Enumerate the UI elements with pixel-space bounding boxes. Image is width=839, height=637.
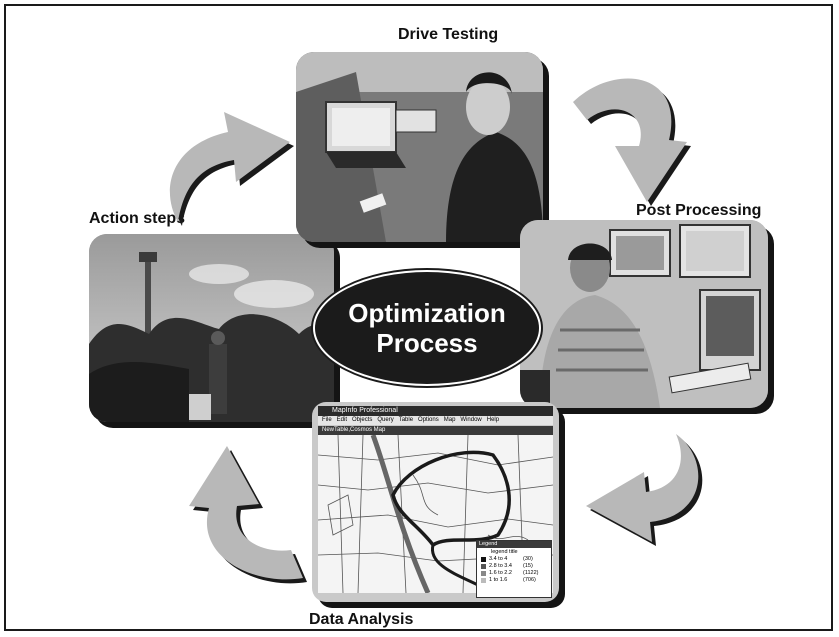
- legend-title: legend title: [491, 549, 518, 555]
- menu-item-options[interactable]: Options: [418, 417, 439, 423]
- menu-item-table[interactable]: Table: [398, 417, 414, 423]
- legend-swatch: [481, 564, 486, 569]
- legend-row: 2.8 to 3.4 (15): [477, 563, 551, 570]
- action-steps-photo: [89, 234, 334, 422]
- curved-arrow-top-right: [573, 78, 691, 206]
- curved-arrow-bottom-right: [586, 434, 703, 546]
- step-label-action-steps: Action steps: [89, 210, 186, 227]
- app-title-bar: MapInfo Professional: [318, 406, 553, 416]
- menu-item-edit[interactable]: Edit: [336, 417, 348, 423]
- menu-item-map[interactable]: Map: [443, 417, 456, 423]
- curved-arrow-top-left: [169, 112, 294, 226]
- map-window-title: NewTable,Cosmos Map: [322, 427, 386, 433]
- menu-item-query[interactable]: Query: [377, 417, 394, 423]
- legend-count: (15): [523, 563, 533, 569]
- legend-range: 2.8 to 3.4: [489, 563, 512, 569]
- legend-row: 3.4 to 4 (30): [477, 556, 551, 563]
- menu-item-window[interactable]: Window: [460, 417, 482, 423]
- step-label-data-analysis: Data Analysis: [309, 611, 414, 628]
- legend-row: 1 to 1.6 (706): [477, 577, 551, 584]
- legend-count: (30): [523, 556, 533, 562]
- menu-item-file[interactable]: File: [322, 417, 332, 423]
- menu-item-help[interactable]: Help: [486, 417, 500, 423]
- drive-testing-photo: [296, 52, 543, 242]
- legend-swatch: [481, 578, 486, 583]
- curved-arrow-bottom-left: [189, 446, 307, 584]
- legend-range: 3.4 to 4: [489, 556, 508, 562]
- legend-header: Legend: [477, 541, 551, 548]
- app-title: MapInfo Professional: [332, 407, 398, 414]
- legend-row: 1.6 to 2.2 (1122): [477, 570, 551, 577]
- legend-count: (706): [523, 577, 536, 583]
- legend-range: 1.6 to 2.2: [489, 570, 512, 576]
- post-processing-photo: [520, 220, 768, 408]
- legend-count: (1122): [523, 570, 539, 576]
- step-label-drive-testing: Drive Testing: [398, 26, 499, 43]
- map-window-title-bar: NewTable,Cosmos Map: [318, 426, 553, 435]
- legend-swatch: [481, 557, 486, 562]
- optimization-process-ellipse: Optimization Process: [313, 270, 541, 386]
- menu-item-objects[interactable]: Objects: [352, 417, 373, 423]
- data-analysis-window: MapInfo Professional File Edit Objects Q…: [312, 402, 559, 602]
- legend-swatch: [481, 571, 486, 576]
- menu-bar: File Edit Objects Query Table Options Ma…: [318, 416, 553, 425]
- center-title-line2: Process: [376, 328, 478, 358]
- legend-panel: Legend legend title 3.4 to 4 (30) 2.8 to …: [476, 540, 552, 598]
- step-label-post-processing: Post Processing: [636, 202, 762, 219]
- center-title-line1: Optimization: [348, 298, 506, 328]
- legend-range: 1 to 1.6: [489, 577, 508, 583]
